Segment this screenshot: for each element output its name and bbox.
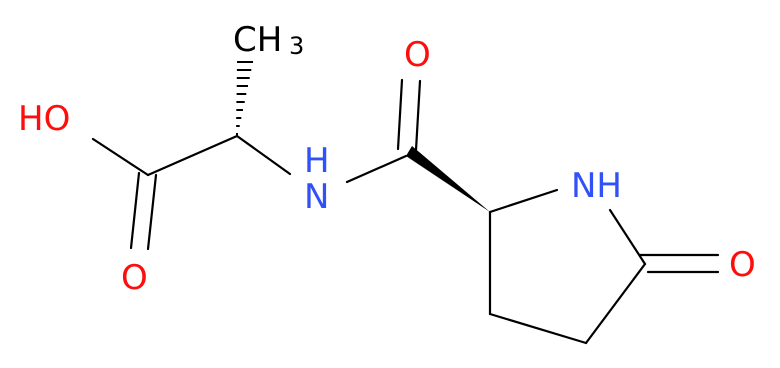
atom-amide-o: O	[404, 35, 431, 75]
bond-ch2-ch2	[488, 312, 588, 345]
bond-ho-c	[91, 137, 150, 177]
atom-ho: HO	[18, 99, 70, 139]
atom-carboxyl-o: O	[121, 258, 148, 298]
bonds	[91, 78, 720, 345]
atom-amide-h: H	[304, 141, 330, 181]
atom-amide-n: N	[304, 177, 329, 217]
bond-carboxyl-double-1	[129, 171, 141, 250]
bond-ch2-clactam	[584, 262, 647, 345]
bond-amide-double-2	[414, 79, 422, 152]
atom-ring-nh: NH	[571, 166, 622, 206]
bond-calpha-n	[235, 134, 292, 176]
bond-n-camide	[345, 154, 408, 184]
wedge-bond	[406, 146, 490, 212]
bond-carboxyl-double-2	[146, 173, 158, 251]
atom-labels: CH 3 HO O H N O NH O	[18, 20, 756, 298]
atom-ch3-subscript: 3	[289, 32, 304, 60]
bond-amide-double-1	[396, 78, 404, 151]
atom-ch3-main: CH	[233, 20, 282, 60]
atom-lactam-o: O	[729, 245, 756, 285]
bond-cring-nh	[488, 188, 559, 214]
hashed-bond	[236, 61, 253, 135]
bond-c-calpha	[146, 134, 239, 177]
